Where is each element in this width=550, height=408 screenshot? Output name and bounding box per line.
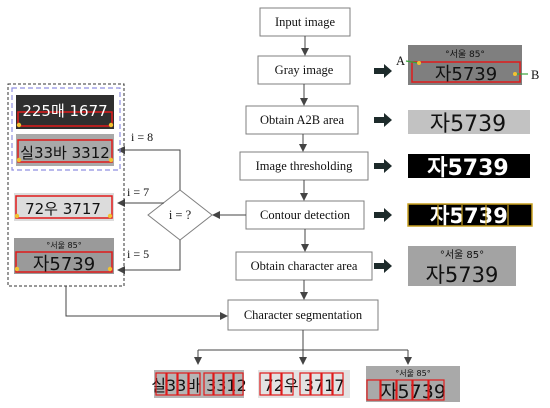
two-row-plate-group	[11, 87, 121, 171]
segmentation-label: Character segmentation	[244, 308, 363, 322]
branch-5-arrow	[117, 240, 181, 274]
input-image-label: Input image	[275, 15, 336, 29]
threshold-text: 자5739	[427, 156, 508, 181]
plate-i5-number-text: 자5739	[33, 254, 95, 275]
gray-image-sample: °서울 85° 자5739	[405, 45, 528, 85]
a2b-area-node: Obtain A2B area	[245, 105, 359, 135]
contour-detection-label: Contour detection	[260, 208, 351, 222]
segment-output-7: 72우 3717	[258, 370, 350, 398]
decision-label: i = ?	[169, 208, 192, 222]
thresholding-node: Image thresholding	[239, 151, 369, 181]
a2b-area-text: 자5739	[430, 112, 506, 137]
branch-8-arrow	[117, 146, 181, 190]
plate-i5-top-text: °서울 85°	[46, 241, 81, 250]
plate-i8-row2-text: 실33바 3312	[20, 144, 110, 162]
gray-image-node: Gray image	[257, 55, 351, 85]
char-area-top-text: °서울 85°	[440, 249, 484, 261]
thresholding-label: Image thresholding	[256, 159, 354, 173]
input-image-node: Input image	[259, 7, 351, 37]
segmentation-output-connectors	[194, 330, 412, 365]
contour-detection-node: Contour detection	[245, 200, 365, 230]
segment-output-7-text: 72우 3717	[264, 376, 345, 395]
result-arrows	[374, 64, 392, 273]
plate-i7-text: 72우 3717	[25, 200, 101, 218]
char-area-label: Obtain character area	[251, 259, 358, 273]
threshold-sample: 자5739	[408, 154, 530, 181]
marker-a: A	[396, 54, 405, 68]
segment-output-5: °서울 85° 자5739	[366, 366, 460, 403]
segment-output-8: 실33바 3312	[151, 370, 247, 398]
main-connectors	[299, 36, 309, 300]
a2b-area-label: Obtain A2B area	[260, 113, 344, 127]
branch-7-label: i = 7	[127, 185, 149, 199]
panel-to-segmentation-arrow	[65, 286, 228, 320]
contour-text: 자5739	[430, 204, 508, 228]
plate-i5: °서울 85° 자5739	[14, 238, 114, 275]
a2b-area-sample: 자5739	[408, 110, 530, 137]
char-area-node: Obtain character area	[235, 251, 373, 281]
plate-i8-top: 225매 1677	[16, 95, 114, 129]
candidate-plates-panel	[7, 83, 125, 287]
segment-output-5-top-text: °서울 85°	[395, 369, 430, 378]
char-area-sample: °서울 85° 자5739	[408, 246, 516, 287]
plate-i7: 72우 3717	[14, 193, 114, 221]
char-area-number-text: 자5739	[426, 263, 499, 287]
marker-b: B	[531, 68, 539, 82]
contour-sample: 자5739	[407, 203, 533, 228]
gray-image-label: Gray image	[275, 63, 334, 77]
gray-plate-number-text: 자5739	[435, 64, 497, 85]
plate-i8-row1-text: 225매 1677	[22, 102, 107, 120]
gray-plate-top-text: °서울 85°	[445, 49, 485, 60]
branch-5-label: i = 5	[127, 247, 149, 261]
segmentation-node: Character segmentation	[227, 299, 379, 331]
plate-i8-bottom: 실33바 3312	[16, 134, 114, 166]
branch-8-label: i = 8	[131, 130, 153, 144]
decision-diamond: i = ?	[147, 189, 213, 241]
